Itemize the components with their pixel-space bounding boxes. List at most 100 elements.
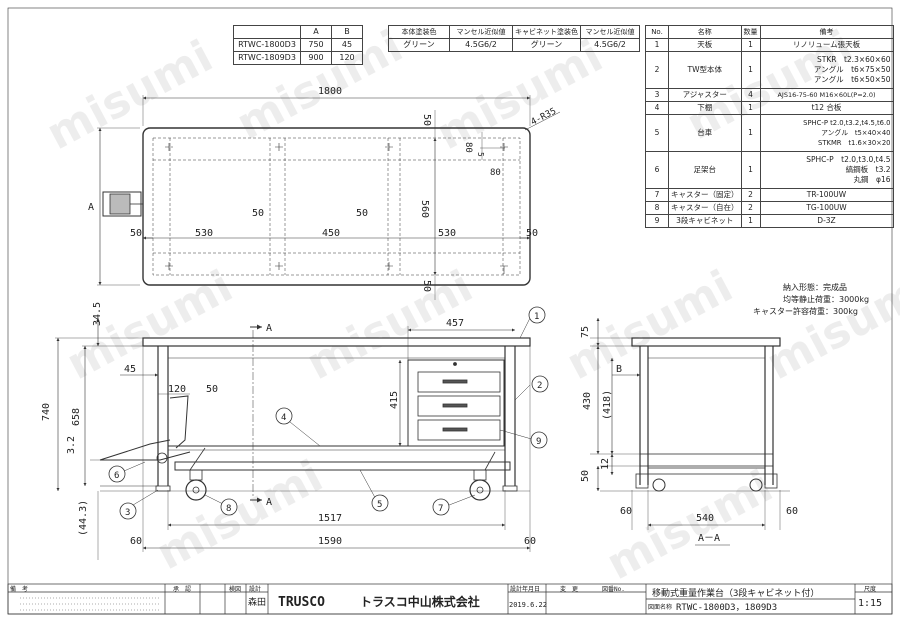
dim-w-1590: 1590	[318, 536, 342, 547]
parts-qty: 2	[740, 188, 761, 202]
parts-note: TR-100UW	[759, 188, 894, 202]
model-cell: RTWC-1800D3	[233, 38, 301, 52]
parts-qty: 1	[740, 114, 761, 152]
parts-header: 備考	[759, 25, 894, 39]
parts-note: SPHC-P t2.0,t3.0,t4.5 縞鋼板 t3.2 丸鋼 φ16	[759, 151, 894, 189]
model-cell: 120	[331, 51, 363, 65]
parts-name: 足架台	[668, 151, 742, 189]
parts-note-line: SPHC-P t2.0,t3.2,t4.5,t6.0	[803, 119, 891, 127]
paint-cell: グリーン	[388, 38, 450, 52]
tb-company: トラスコ中山株式会社	[360, 594, 480, 609]
tb-scale-label: 尺度	[864, 585, 876, 593]
balloon-5: 5	[377, 500, 382, 510]
side-view	[590, 318, 790, 546]
model-table-header	[233, 25, 301, 39]
model-cell: 45	[331, 38, 363, 52]
dim-seg-b: 450	[322, 228, 340, 239]
dim-hole-v: 80	[463, 142, 473, 153]
parts-note-line: 縞鋼板 t3.2	[845, 165, 891, 174]
dim-side-50: 50	[580, 470, 591, 482]
parts-name: 下棚	[668, 101, 742, 115]
dim-height: 740	[41, 403, 52, 421]
parts-name: TW型本体	[668, 51, 742, 89]
paint-header: キャビネット塗装色	[512, 25, 581, 39]
dim-side-430: 430	[582, 392, 593, 410]
parts-no: 9	[645, 214, 669, 228]
dim-side-540: 540	[696, 513, 714, 524]
parts-note: SPHC-P t2.0,t3.2,t4.5,t6.0 アングル t5×40×40…	[759, 114, 894, 152]
title-block	[7, 583, 893, 615]
balloon-7: 7	[438, 504, 443, 514]
parts-no: 1	[645, 38, 669, 52]
dim-edge-right: 50	[526, 228, 538, 239]
paint-cell: グリーン	[512, 38, 581, 52]
model-table: A B RTWC-1800D3 750 45 RTWC-1809D3 900 1…	[233, 25, 363, 65]
parts-header: No.	[645, 25, 669, 39]
dim-side-r: 60	[524, 536, 536, 547]
dim-inner-h: 658	[71, 408, 82, 426]
parts-note: t12 合板	[759, 101, 894, 115]
paint-header: 本体塗装色	[388, 25, 450, 39]
parts-no: 7	[645, 188, 669, 202]
model-table-header: A	[300, 25, 332, 39]
parts-header: 名称	[668, 25, 742, 39]
parts-no: 2	[645, 51, 669, 89]
parts-note: AJS16-75-60 M16×60L(P=2.0)	[759, 88, 894, 102]
balloon-1: 1	[534, 312, 539, 322]
balloon-2: 2	[537, 381, 542, 391]
parts-note-line: アングル t5×40×40	[821, 129, 891, 137]
parts-note: D-3Z	[759, 214, 894, 228]
parts-qty: 1	[740, 38, 761, 52]
tb-remarks: 備 考	[10, 585, 28, 593]
dim-sub-a: 50	[252, 208, 264, 219]
parts-no: 4	[645, 101, 669, 115]
parts-table: No. 名称 数量 備考 1 天板 1 リノリューム張天板 2 TW型本体 1 …	[645, 25, 894, 228]
dim-side-ml: 60	[620, 506, 632, 517]
dim-edge-top: 50	[421, 114, 432, 126]
tb-design: 設計	[249, 585, 261, 593]
balloon-8: 8	[226, 504, 231, 514]
parts-no: 6	[645, 151, 669, 189]
balloon-3: 3	[125, 508, 130, 518]
dim-d-120: 120	[168, 384, 186, 395]
part-balloons	[108, 306, 549, 520]
dim-d-32: 3.2	[66, 436, 77, 454]
dim-hole-h: 80	[490, 168, 501, 178]
dim-side-mr: 60	[786, 506, 798, 517]
dim-hole-s: 5	[476, 152, 485, 157]
section-mark-top: A	[266, 323, 272, 334]
parts-name: キャスター（固定）	[668, 188, 742, 202]
spec-notes: 納入形態：完成品 均等静止荷重：3000kg キャスター許容荷重：300kg	[745, 282, 880, 318]
parts-note-line: アングル t6×75×50	[813, 65, 891, 74]
model-cell: RTWC-1809D3	[233, 51, 301, 65]
tb-no: 図番No.	[602, 586, 625, 593]
model-cell: 750	[300, 38, 332, 52]
dim-w-457: 457	[446, 318, 464, 329]
parts-note-line: アングル t6×50×50	[813, 75, 891, 84]
balloon-6: 6	[114, 471, 119, 481]
dim-top-thk: 34.5	[92, 302, 103, 326]
dim-edge-bottom: 50	[421, 280, 432, 292]
dim-d-415: 415	[389, 391, 400, 409]
note-caster-load: キャスター許容荷重：300kg	[753, 307, 858, 316]
parts-qty: 2	[740, 201, 761, 215]
balloon-9: 9	[536, 437, 541, 447]
parts-name: 3段キャビネット	[668, 214, 742, 228]
top-view	[97, 95, 561, 300]
parts-no: 3	[645, 88, 669, 102]
tb-drawing-name: RTWC-1800D3，1809D3	[676, 603, 777, 613]
dim-d-50: 50	[206, 384, 218, 395]
note-load: 均等静止荷重：3000kg	[783, 295, 870, 304]
parts-note: リノリューム張天板	[759, 38, 894, 52]
dim-side-418: (418)	[602, 390, 613, 420]
dim-d-45: 45	[124, 364, 136, 375]
parts-note: TG-100UW	[759, 201, 894, 215]
dim-side-b: B	[616, 364, 622, 375]
tb-date-label: 設計年月日	[510, 585, 540, 593]
front-view	[55, 317, 536, 560]
parts-qty: 1	[740, 214, 761, 228]
paint-cell: 4.5G6/2	[449, 38, 513, 52]
tb-drawing-label: 図面名称	[648, 603, 672, 611]
dim-depth-label: A	[88, 202, 94, 213]
